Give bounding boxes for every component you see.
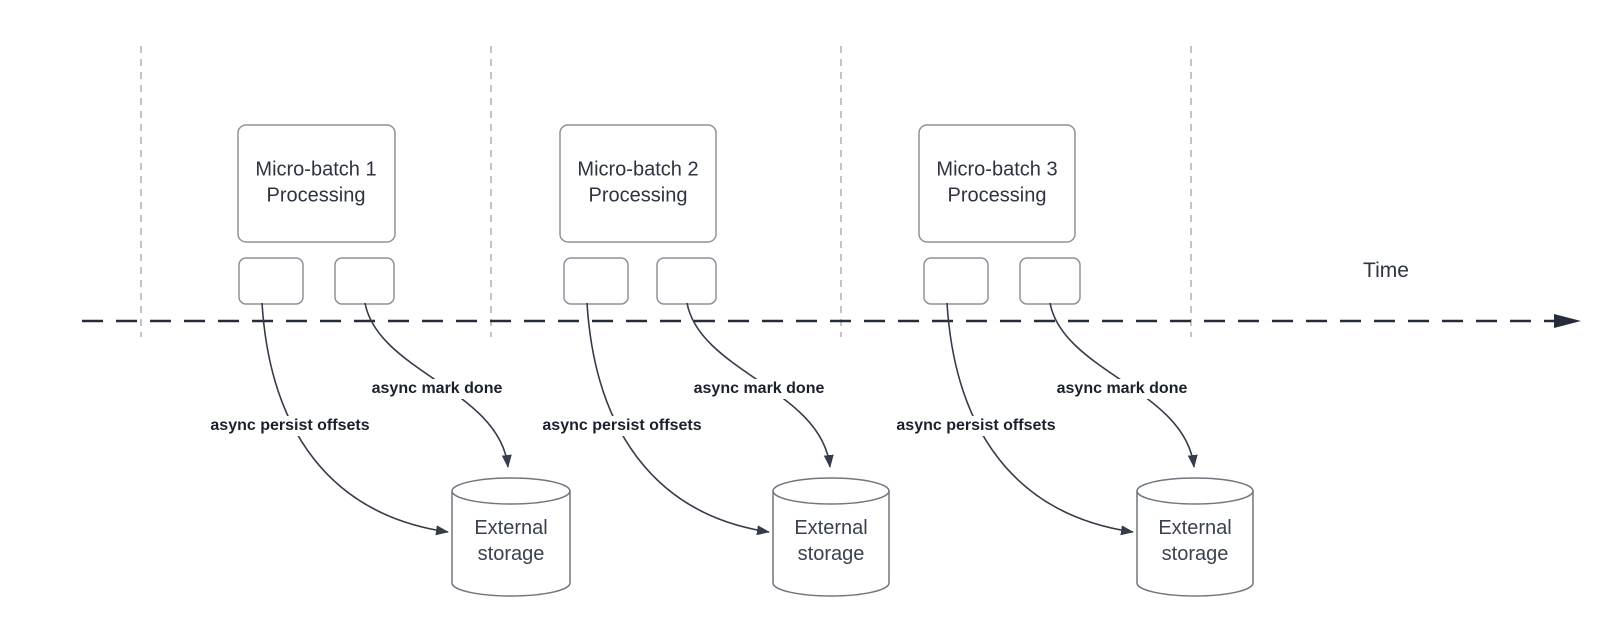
mark-done-label-2: async mark done [690, 379, 828, 399]
time-axis-arrowhead-icon [1554, 314, 1581, 328]
micro-batch-3-label: Micro-batch 3 Processing [936, 158, 1058, 207]
persist-offsets-arrow-2 [586, 302, 770, 536]
external-storage-label-3: External storage [1158, 517, 1232, 565]
micro-batch-3-box [918, 124, 1076, 243]
external-storage-cylinder-1-top [451, 477, 571, 505]
micro-batch-2-offset-node [563, 257, 629, 305]
persist-offsets-label-3: async persist offsets [893, 416, 1059, 436]
micro-batch-1-box [237, 124, 396, 243]
persist-offsets-arrow-1 [261, 302, 449, 536]
external-storage-label-1: External storage [474, 517, 548, 565]
micro-batch-1-done-node [334, 257, 395, 305]
micro-batch-1-offset-node [238, 257, 304, 305]
external-storage-cylinder-3-top [1136, 477, 1254, 505]
time-axis-label: Time [1363, 259, 1409, 282]
micro-batch-2-box [559, 124, 717, 243]
persist-offsets-arrow-3 [946, 302, 1134, 536]
external-storage-cylinder-2-top [772, 477, 890, 505]
persist-offsets-label-2: async persist offsets [539, 416, 705, 436]
external-storage-cylinder-3 [1136, 491, 1254, 597]
micro-batch-3-done-node [1019, 257, 1081, 305]
mark-done-label-1: async mark done [368, 379, 506, 399]
persist-offsets-label-1: async persist offsets [207, 416, 373, 436]
external-storage-label-2: External storage [794, 517, 868, 565]
micro-batch-1-label: Micro-batch 1 Processing [255, 158, 377, 207]
micro-batch-2-done-node [656, 257, 717, 305]
external-storage-cylinder-1 [451, 491, 571, 597]
external-storage-cylinder-2 [772, 491, 890, 597]
mark-done-label-3: async mark done [1053, 379, 1191, 399]
micro-batch-2-label: Micro-batch 2 Processing [577, 158, 699, 207]
micro-batch-3-offset-node [923, 257, 989, 305]
